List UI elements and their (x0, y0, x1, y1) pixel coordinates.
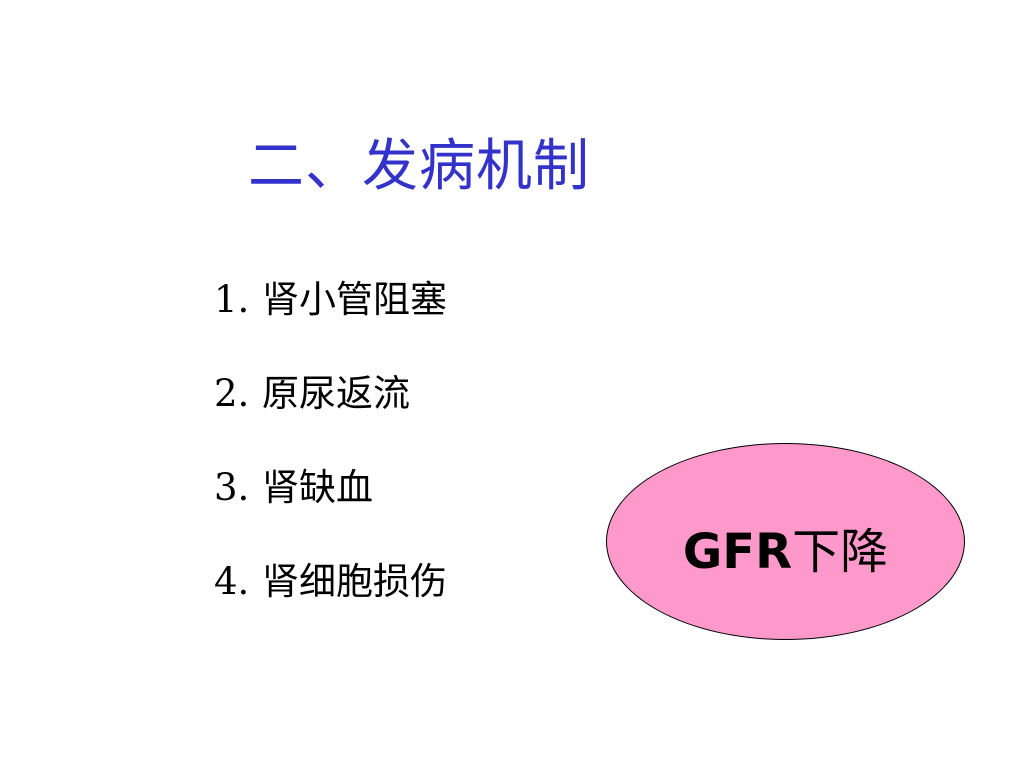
item-label: 肾小管阻塞 (262, 278, 447, 321)
item-number: 1. (214, 278, 250, 321)
gfr-abbreviation: GFR (682, 523, 793, 580)
list-item: 1. 肾小管阻塞 (214, 270, 447, 364)
gfr-change-text: 下降 (792, 523, 889, 580)
item-label: 原尿返流 (262, 372, 410, 415)
list-item: 4. 肾细胞损伤 (214, 552, 447, 646)
item-label: 肾缺血 (262, 466, 373, 509)
gfr-result-oval: GFR下降 (606, 443, 965, 640)
slide-title: 二、发病机制 (248, 134, 590, 199)
list-item: 3. 肾缺血 (214, 458, 447, 552)
item-number: 2. (214, 372, 250, 415)
mechanism-list: 1. 肾小管阻塞 2. 原尿返流 3. 肾缺血 4. 肾细胞损伤 (214, 270, 447, 646)
item-label: 肾细胞损伤 (262, 560, 447, 603)
item-number: 3. (214, 466, 250, 509)
list-item: 2. 原尿返流 (214, 364, 447, 458)
item-number: 4. (214, 560, 250, 603)
gfr-result-label: GFR下降 (683, 512, 888, 582)
